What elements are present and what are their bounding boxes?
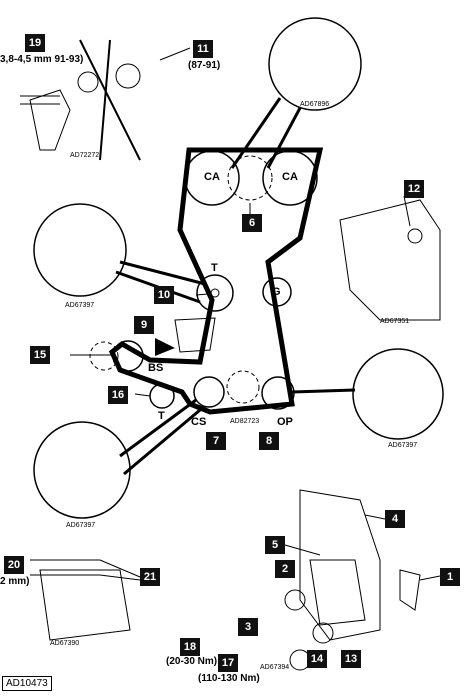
callout-15: 15 (30, 346, 50, 364)
callout-5: 5 (265, 536, 285, 554)
ref-code-center: AD82723 (230, 418, 260, 425)
ref-code-left-lower: AD67397 (66, 522, 96, 529)
pulley-label-g: G (272, 286, 281, 298)
callout-7: 7 (206, 432, 226, 450)
detail-circle-top-right (268, 17, 362, 111)
ref-code-right-mid: AD67397 (388, 442, 418, 449)
callout-19: 19 (25, 34, 45, 52)
ref-code-right-upper: AD67351 (380, 318, 410, 325)
spec-label-18: (20-30 Nm) (166, 656, 218, 667)
callout-17: 17 (218, 654, 238, 672)
pulley-label-t-lower: T (158, 410, 165, 422)
callout-12: 12 (404, 180, 424, 198)
pulley-bs (112, 340, 144, 372)
callout-13: 13 (341, 650, 361, 668)
callout-11: 11 (193, 40, 213, 58)
pulley-label-ca-right: CA (282, 171, 298, 183)
pulley-label-cs: CS (191, 416, 207, 428)
pulley-label-bs: BS (148, 362, 164, 374)
callout-20: 20 (4, 556, 24, 574)
pulley-label-ca-left: CA (204, 171, 220, 183)
callout-6: 6 (242, 214, 262, 232)
callout-18: 18 (180, 638, 200, 656)
callout-9: 9 (134, 316, 154, 334)
pulley-label-op: OP (277, 416, 293, 428)
pulley-dashed-center (227, 155, 273, 201)
pulley-t (196, 274, 234, 312)
spec-label-19: 3,8-4,5 mm 91-93) (0, 54, 84, 65)
pulley-cs (193, 376, 225, 408)
callout-10: 10 (154, 286, 174, 304)
pulley-ca-left (184, 150, 240, 206)
detail-circle-left-lower (33, 421, 131, 519)
pulley-t-lower (149, 383, 175, 409)
ref-code-bottom-left: AD67390 (50, 640, 80, 647)
callout-8: 8 (259, 432, 279, 450)
callout-4: 4 (385, 510, 405, 528)
ref-code-bottom-center: AD67394 (260, 664, 290, 671)
callout-21: 21 (140, 568, 160, 586)
spec-label-17: (110-130 Nm) (198, 673, 260, 684)
pulley-ca-right (262, 150, 318, 206)
ref-code-top-left: AD72272 (70, 152, 100, 159)
callout-14: 14 (307, 650, 327, 668)
document-id: AD10473 (2, 676, 52, 691)
callout-1: 1 (440, 568, 460, 586)
pulley-g (262, 277, 292, 307)
pulley-label-t: T (211, 262, 218, 274)
callout-2: 2 (275, 560, 295, 578)
timing-belt (108, 147, 324, 415)
spec-label-20: 2 mm) (0, 576, 30, 587)
spec-label-11: (87-91) (188, 60, 221, 71)
ref-code-top-right: AD67896 (300, 101, 330, 108)
detail-circle-right-mid (352, 348, 444, 440)
ref-code-left-upper: AD67397 (65, 302, 95, 309)
callout-16: 16 (108, 386, 128, 404)
detail-circle-left-upper (33, 203, 127, 297)
callout-3: 3 (238, 618, 258, 636)
